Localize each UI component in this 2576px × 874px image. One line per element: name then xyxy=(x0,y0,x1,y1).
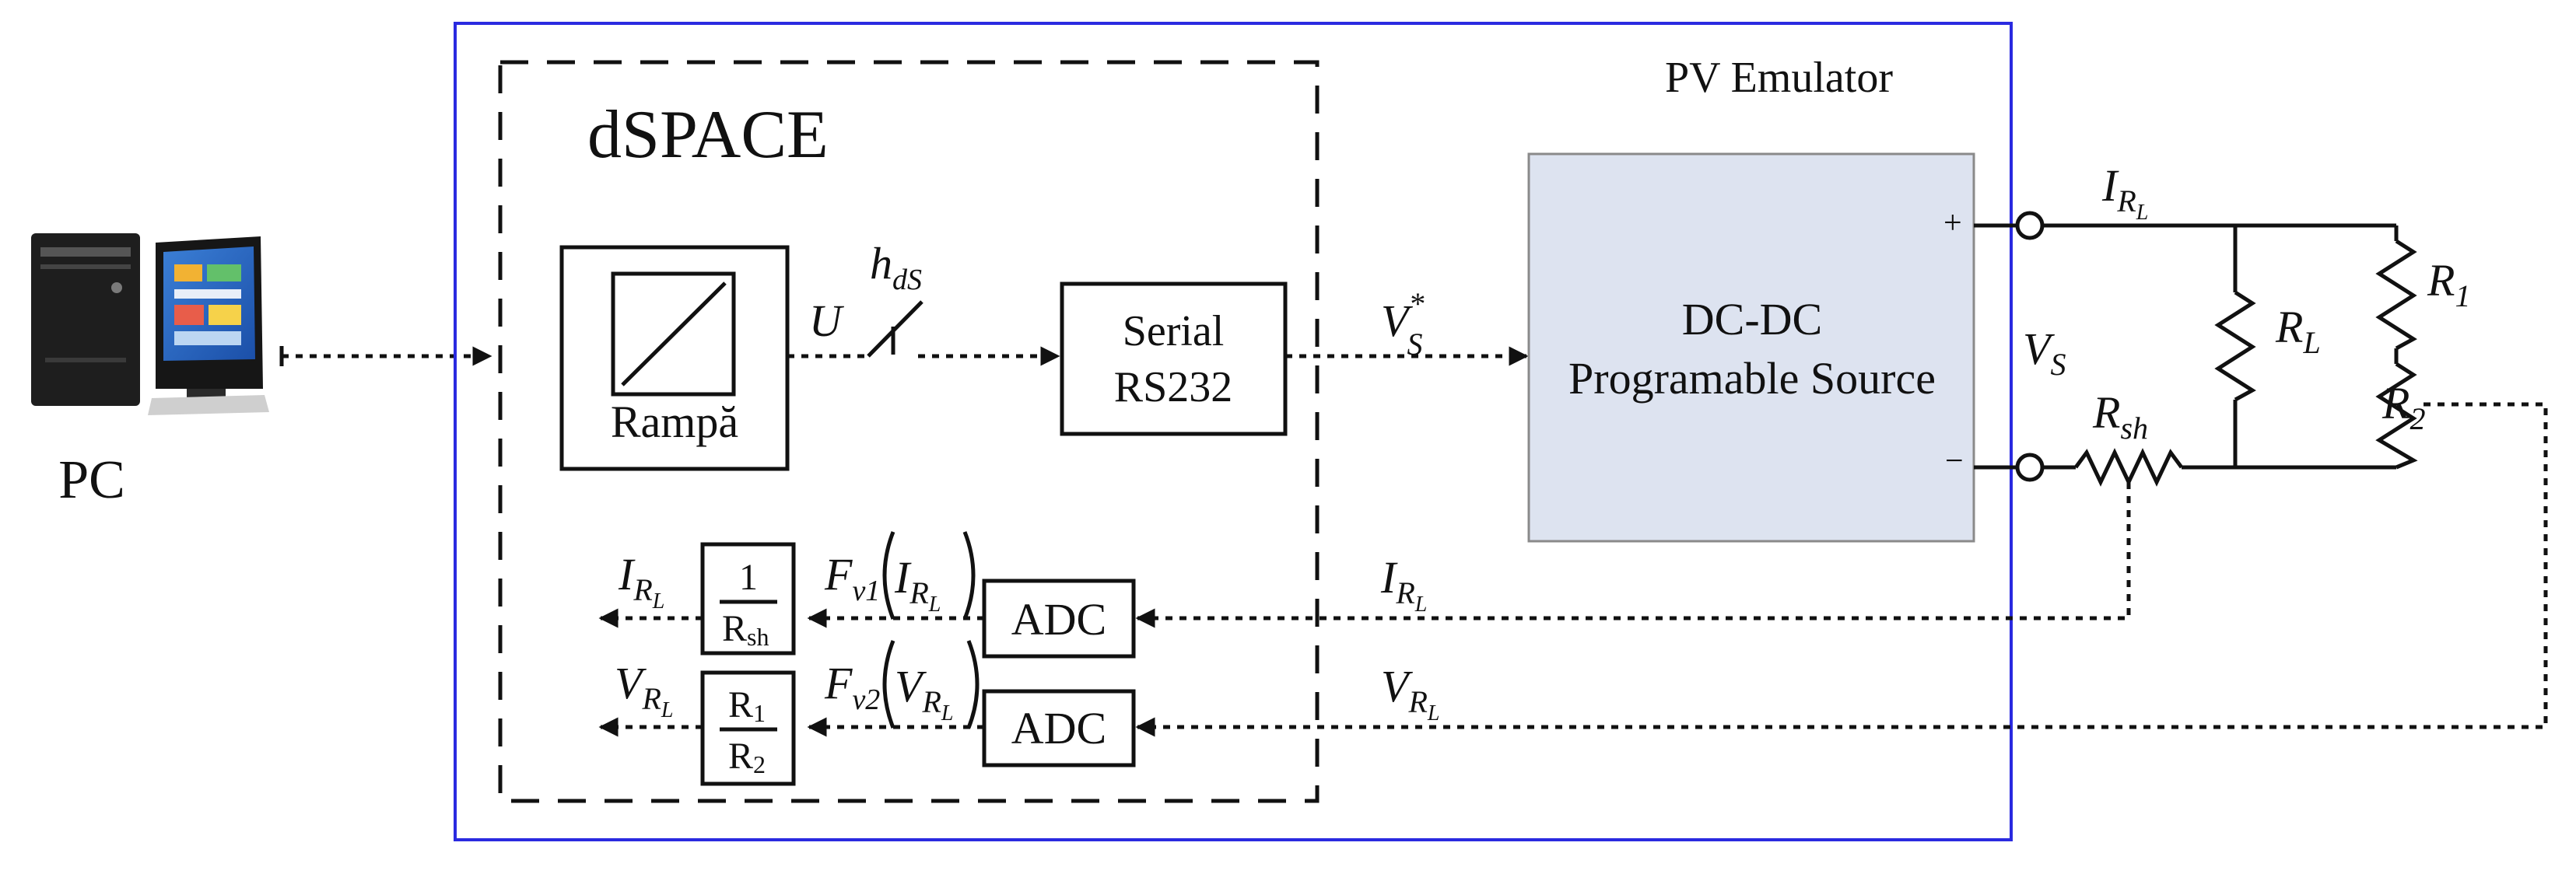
minus-terminal xyxy=(2015,453,2045,482)
adc-current-label: ADC xyxy=(1011,594,1106,645)
dspace-title: dSPACE xyxy=(587,97,829,173)
irl-feedback-label: IRL xyxy=(1380,552,1427,617)
serial-rs232-block xyxy=(1060,281,1288,436)
vrl-output-label: VRL xyxy=(615,658,673,722)
dcdc-label: DC-DC xyxy=(1682,294,1822,344)
fv2-paren-left xyxy=(882,640,895,729)
r1-label: R1 xyxy=(2427,255,2470,313)
adc-voltage-label: ADC xyxy=(1011,703,1106,753)
irl-top-label: IRL xyxy=(2101,160,2148,225)
fv1-arg: IRL xyxy=(894,552,941,617)
fv1-paren-left xyxy=(882,531,895,620)
serial-label: Serial xyxy=(1123,307,1225,355)
gain2-denominator: R2 xyxy=(728,736,766,778)
rl-label: RL xyxy=(2275,302,2321,360)
pv-emulator-frame xyxy=(454,22,2013,841)
current-sense-wire xyxy=(1135,482,2131,628)
plus-terminal-label: + xyxy=(1943,205,1962,241)
gain2-numerator: R1 xyxy=(728,684,766,727)
u-label: U xyxy=(809,295,845,346)
ramp-icon-line xyxy=(621,281,727,386)
minus-terminal-label: − xyxy=(1945,443,1964,479)
gain1-denominator: Rsh xyxy=(722,608,769,651)
gain1-numerator: 1 xyxy=(739,557,758,598)
adc-current-block xyxy=(982,579,1136,659)
pv-emulator-title: PV Emulator xyxy=(1665,54,1893,102)
r2-label: R2 xyxy=(2381,378,2425,436)
rsh-label: Rsh xyxy=(2092,387,2148,446)
fv1-paren-right xyxy=(962,531,976,620)
fv2-paren-right xyxy=(966,640,980,729)
pc-label: PC xyxy=(58,450,125,510)
dspace-block xyxy=(498,60,1320,803)
r2-resistor xyxy=(2375,362,2418,470)
vs-label: VS xyxy=(2023,323,2066,382)
programable-source-label: Programable Source xyxy=(1568,353,1936,404)
gain-1-over-rsh-block xyxy=(700,542,796,656)
vrl-feedback-label: VRL xyxy=(1381,661,1439,725)
plus-terminal xyxy=(2015,211,2045,240)
r1-resistor xyxy=(2375,239,2417,351)
rl-resistor xyxy=(2214,290,2256,402)
vs-star-label: V*S xyxy=(1381,286,1424,362)
voltage-sense-wire xyxy=(1135,402,2548,737)
rs232-label: RS232 xyxy=(1114,363,1233,411)
ramp-label: Rampă xyxy=(611,397,738,447)
fv1-label: Fv1 xyxy=(824,549,880,607)
rsh-resistor xyxy=(2073,448,2184,487)
fv2-label: Fv2 xyxy=(824,658,880,716)
dcdc-source-block xyxy=(1527,152,1975,543)
irl-output-label: IRL xyxy=(618,549,664,614)
desktop-computer-icon xyxy=(31,233,269,415)
fv2-arg: VRL xyxy=(895,661,953,725)
h-ds-label: hdS xyxy=(870,238,922,296)
